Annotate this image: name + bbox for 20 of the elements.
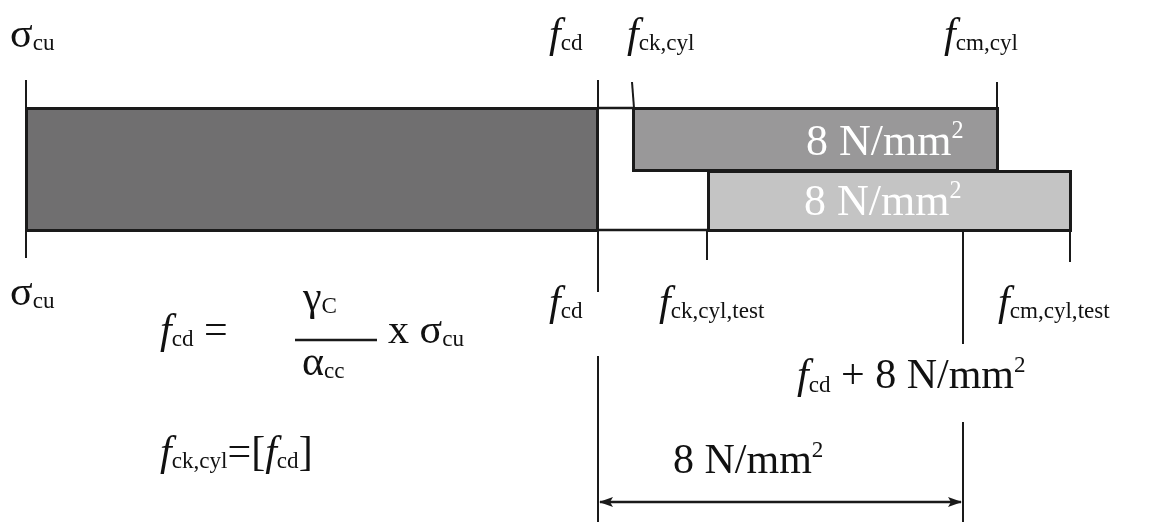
- symbol-label: f$_{ck,cyl,test}$: [659, 280, 765, 323]
- dimension-label: 8 N/mm$^{2}$: [673, 438, 824, 481]
- value-label: 8 N/mm$^{2}$: [806, 118, 964, 163]
- strength-bar: [707, 170, 1072, 232]
- symbol-label: f$_{cm,cyl,test}$: [998, 280, 1110, 323]
- symbol-label: f$_{cm,cyl}$: [944, 12, 1018, 55]
- strength-bar: [25, 107, 599, 232]
- symbol-label: f$_{ck,cyl}$: [627, 12, 695, 55]
- value-label: 8 N/mm$^{2}$: [804, 178, 962, 223]
- formula: γ$_{C}$: [303, 275, 337, 318]
- formula: f$_{cd}$ =: [160, 308, 228, 351]
- symbol-label: f$_{cd}$: [549, 12, 583, 55]
- symbol-label: σ$_{cu}$: [10, 270, 55, 313]
- symbol-label: σ$_{cu}$: [10, 12, 55, 55]
- symbol-label: f$_{cd}$: [549, 280, 583, 323]
- formula: f$_{ck,cyl}$=[f$_{cd}$]: [160, 430, 313, 473]
- formula: x σ$_{cu}$: [388, 308, 464, 351]
- formula: α$_{cc}$: [302, 340, 345, 383]
- strength-bar: [632, 107, 999, 172]
- formula: f$_{cd}$ + 8 N/mm$^{2}$: [797, 353, 1026, 396]
